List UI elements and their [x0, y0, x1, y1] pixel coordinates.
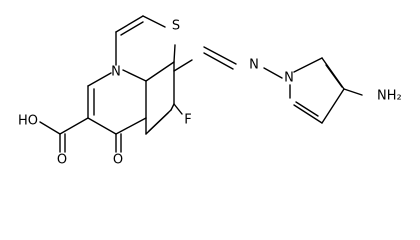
bond — [87, 117, 117, 135]
bond — [203, 52, 234, 70]
imine-nitrogen-atom-label: N — [249, 58, 259, 73]
bond — [170, 103, 175, 111]
bond — [39, 121, 61, 135]
bond — [142, 15, 166, 28]
bond — [321, 88, 345, 124]
bond — [263, 67, 283, 79]
bond — [115, 117, 147, 135]
bond — [173, 103, 183, 115]
bonds — [39, 15, 363, 153]
bond — [325, 64, 343, 88]
bond — [293, 57, 323, 73]
bond — [295, 101, 319, 117]
bond — [293, 104, 323, 124]
hydroxyl-label: HO — [18, 114, 38, 129]
atom-labels: S N N N F O O HO NH₂ — [18, 19, 402, 168]
bond — [115, 15, 144, 33]
ketone-oxygen-atom-label: O — [113, 153, 123, 168]
bond — [145, 61, 175, 82]
bond — [120, 21, 144, 36]
bond — [59, 117, 89, 135]
amino-group-label: NH₂ — [377, 89, 402, 104]
bond — [122, 69, 147, 82]
fluorine-atom-label: F — [184, 113, 191, 128]
ring-nitrogen-atom-label: N — [111, 65, 121, 80]
bond — [203, 46, 237, 65]
bond — [87, 72, 112, 87]
chemical-structure-diagram: S N N N F O O HO NH₂ — [18, 15, 402, 168]
bond — [343, 88, 363, 96]
bond — [148, 112, 169, 132]
bond — [173, 44, 176, 63]
acid-carbonyl-oxygen-atom-label: O — [57, 153, 67, 168]
pyrrole-nitrogen-atom-label: N — [284, 71, 294, 86]
bond — [173, 59, 193, 72]
sulfur-atom-label: S — [172, 19, 180, 34]
